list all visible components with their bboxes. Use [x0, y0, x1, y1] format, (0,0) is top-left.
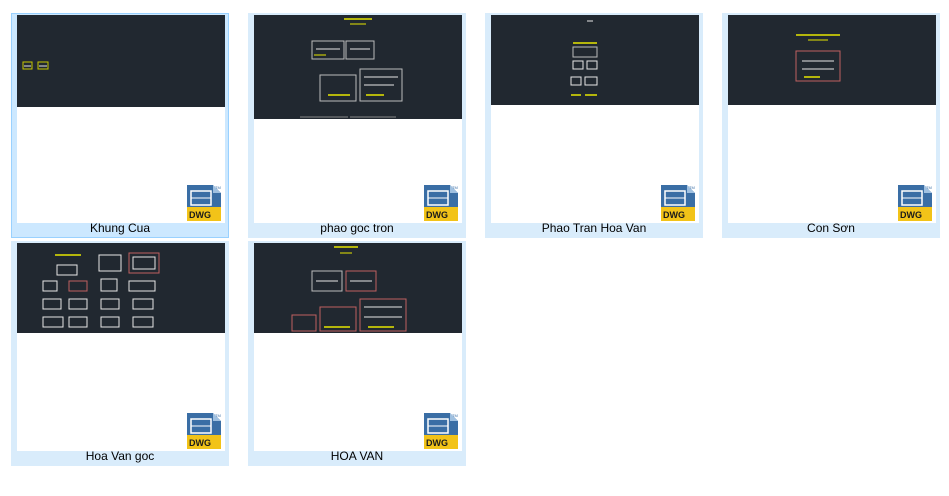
svg-text:DWG: DWG — [189, 438, 211, 448]
file-thumbnail: DWG TM — [254, 15, 462, 223]
file-item-khung-cua[interactable]: DWG TM Khung Cua — [11, 13, 229, 238]
cad-preview — [254, 243, 462, 333]
cad-preview — [254, 15, 462, 119]
file-item-con-son[interactable]: DWG TM Con Sơn — [722, 13, 940, 238]
dwg-file-icon: DWG TM — [898, 185, 932, 221]
cad-preview — [491, 15, 699, 105]
file-name-label: Phao Tran Hoa Van — [541, 221, 647, 235]
file-name-label: HOA VAN — [330, 449, 384, 463]
file-name-label: Con Sơn — [807, 221, 855, 235]
file-thumbnail: DWG TM — [728, 15, 936, 223]
dwg-file-icon: DWG TM — [187, 413, 221, 449]
svg-text:DWG: DWG — [426, 210, 448, 220]
svg-text:DWG: DWG — [426, 438, 448, 448]
file-item-hoa-van-goc[interactable]: DWG TM Hoa Van goc — [11, 241, 229, 466]
dwg-file-icon: DWG TM — [424, 185, 458, 221]
file-name-label: phao goc tron — [320, 221, 394, 235]
svg-text:TM: TM — [689, 185, 695, 190]
cad-preview — [17, 243, 225, 333]
file-thumbnail: DWG TM — [17, 243, 225, 451]
svg-text:TM: TM — [215, 185, 221, 190]
svg-text:TM: TM — [215, 413, 221, 418]
cad-preview — [728, 15, 936, 105]
svg-text:DWG: DWG — [900, 210, 922, 220]
file-thumbnail: DWG TM — [17, 15, 225, 223]
file-item-hoa-van[interactable]: DWG TM HOA VAN — [248, 241, 466, 466]
dwg-file-icon: DWG TM — [661, 185, 695, 221]
cad-preview — [17, 15, 225, 107]
file-item-phao-tran-hoa-van[interactable]: DWG TM Phao Tran Hoa Van — [485, 13, 703, 238]
file-item-phao-goc-tron[interactable]: DWG TM phao goc tron — [248, 13, 466, 238]
file-thumbnail: DWG TM — [491, 15, 699, 223]
svg-text:TM: TM — [452, 413, 458, 418]
file-name-label: Khung Cua — [89, 221, 151, 235]
file-thumbnail: DWG TM — [254, 243, 462, 451]
svg-text:DWG: DWG — [189, 210, 211, 220]
dwg-file-icon: DWG TM — [187, 185, 221, 221]
file-name-label: Hoa Van goc — [85, 449, 155, 463]
svg-text:TM: TM — [452, 185, 458, 190]
svg-text:TM: TM — [926, 185, 932, 190]
svg-text:DWG: DWG — [663, 210, 685, 220]
dwg-file-icon: DWG TM — [424, 413, 458, 449]
